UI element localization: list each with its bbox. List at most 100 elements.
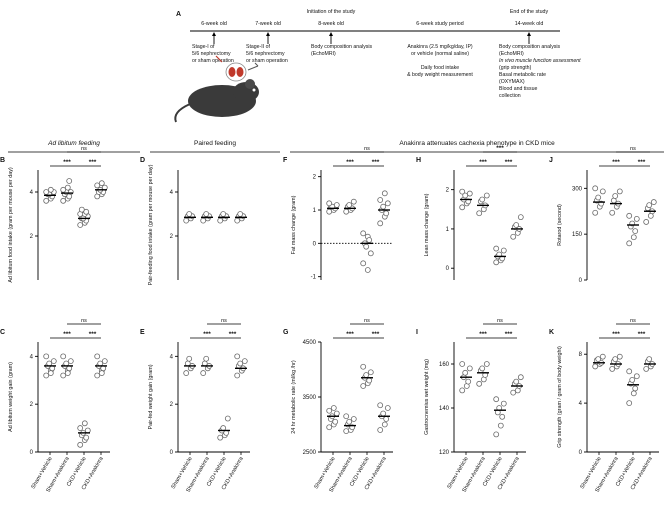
y-tick-label: 1 <box>446 227 450 233</box>
y-tick-label: 4 <box>170 354 174 360</box>
data-point <box>83 434 90 441</box>
significance-label: *** <box>63 331 71 338</box>
data-point <box>510 389 517 396</box>
timeline-note: (EchoMRI) <box>311 51 336 57</box>
significance-label: *** <box>479 331 487 338</box>
data-point <box>497 422 504 429</box>
data-point <box>326 424 333 431</box>
data-point <box>220 211 227 217</box>
timeline-note: Stage-I of <box>192 44 215 50</box>
data-point <box>630 390 637 397</box>
data-point <box>343 428 350 435</box>
data-point <box>476 210 483 217</box>
data-point <box>200 370 207 376</box>
significance-label: *** <box>89 331 97 338</box>
data-point <box>47 186 54 193</box>
timeline-note: Basal metabolic rate <box>499 72 546 78</box>
y-axis-label: Lean mass change (gram) <box>424 193 430 256</box>
significance-label: *** <box>505 159 513 166</box>
data-point <box>60 372 67 379</box>
mouse-illustration <box>174 55 259 123</box>
significance-label: ns <box>497 318 503 324</box>
data-point <box>43 197 50 204</box>
y-tick-label: 0 <box>313 241 317 247</box>
timeline-note: Blood and tissue <box>499 86 537 92</box>
panel-letter: D <box>140 157 145 164</box>
panel-letter: G <box>283 329 289 336</box>
timeline-note: & body weight measurement <box>407 72 473 78</box>
y-tick-label: 8 <box>579 352 583 358</box>
timeline-note: 5/6 nephrectomy <box>192 51 231 57</box>
data-point <box>479 365 486 372</box>
data-point <box>43 372 50 379</box>
data-point <box>599 188 606 195</box>
data-point <box>186 211 193 217</box>
data-point <box>333 410 340 417</box>
data-point <box>367 369 374 376</box>
data-point <box>592 209 599 216</box>
data-point <box>78 206 85 213</box>
y-tick-label: 160 <box>439 362 450 368</box>
data-point <box>381 190 388 197</box>
data-point <box>646 356 653 363</box>
data-point <box>384 405 391 411</box>
section-title-ad-libitum: Ad libitum feeding <box>47 140 100 147</box>
data-point <box>616 188 623 195</box>
data-point <box>94 182 101 189</box>
data-point <box>493 245 500 252</box>
significance-label: *** <box>203 331 211 338</box>
data-point <box>60 353 67 360</box>
significance-label: *** <box>612 159 620 166</box>
data-point <box>609 209 616 216</box>
data-point <box>237 360 244 367</box>
data-point <box>98 180 105 187</box>
data-point <box>479 196 486 203</box>
data-point <box>377 427 384 433</box>
data-point <box>493 396 500 403</box>
data-point <box>632 385 639 392</box>
data-point <box>343 413 350 420</box>
y-axis-label: Pair-fed weight gain (gram) <box>148 364 154 429</box>
y-tick-label: 4 <box>579 401 583 407</box>
significance-label: *** <box>372 331 380 338</box>
data-point <box>83 208 90 215</box>
data-point <box>500 247 507 254</box>
y-tick-label: 120 <box>439 450 450 456</box>
data-point <box>47 370 54 376</box>
data-point <box>94 353 101 360</box>
y-axis-label: Rotarod (second) <box>557 204 563 246</box>
data-point <box>380 410 387 417</box>
data-point <box>383 210 390 217</box>
data-point <box>612 356 619 363</box>
panel-letter: E <box>140 329 145 336</box>
data-point <box>384 200 391 207</box>
data-point <box>626 212 633 219</box>
section-title-paired: Paired feeding <box>194 140 236 147</box>
data-point <box>517 374 524 381</box>
data-point <box>77 425 84 431</box>
data-point <box>360 230 367 237</box>
data-point <box>346 418 353 425</box>
data-point <box>241 358 248 365</box>
y-axis-label: Ad libitum food intake (gram per mouse p… <box>8 167 14 283</box>
data-point <box>513 222 520 228</box>
significance-label: ns <box>630 146 636 152</box>
data-point <box>43 189 50 195</box>
significance-label: *** <box>638 159 646 166</box>
timeline-note: or sham operation <box>192 58 234 64</box>
data-point <box>364 267 371 273</box>
data-point <box>626 368 633 375</box>
data-point <box>234 353 241 360</box>
data-point <box>499 413 506 420</box>
data-point <box>626 400 633 407</box>
y-tick-label: 4 <box>30 190 34 196</box>
data-point <box>643 219 650 225</box>
data-point <box>360 383 367 389</box>
